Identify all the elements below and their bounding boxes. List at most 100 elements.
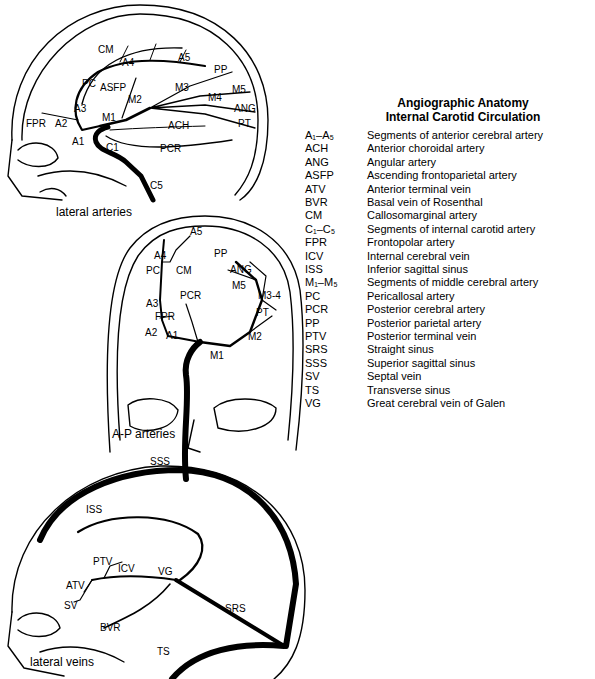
legend-abbreviation: SRS xyxy=(305,343,328,355)
vessel-label: PC xyxy=(82,78,96,89)
legend-abbreviation: C₁–C₅ xyxy=(305,223,335,235)
legend-abbreviation: ACH xyxy=(305,142,328,154)
skull-outline xyxy=(12,5,268,200)
vessel-label: M2 xyxy=(128,94,142,105)
legend-definition: Segments of internal carotid artery xyxy=(367,223,535,235)
orbit xyxy=(128,399,178,431)
vessel-label: C1 xyxy=(106,142,119,153)
mca-branches xyxy=(150,72,255,128)
middle-cerebral-artery xyxy=(200,262,262,346)
anterior-choroidal-artery xyxy=(110,126,205,130)
vessel-label: A4 xyxy=(122,57,134,68)
vessel-label: SRS xyxy=(225,603,246,614)
legend-definition: Septal vein xyxy=(367,370,421,382)
vessel-label: A1 xyxy=(72,136,84,147)
legend-definition: Anterior choroidal artery xyxy=(367,142,484,154)
vessel-label: M1 xyxy=(102,112,116,123)
vessel-label: A2 xyxy=(145,327,157,338)
legend-abbreviation: CM xyxy=(305,209,322,221)
vessel-label: PP xyxy=(214,64,227,75)
face-outline xyxy=(8,140,62,200)
vessel-label: M3-4 xyxy=(258,290,281,301)
vessel-label: A2 xyxy=(55,118,67,129)
skull-outline xyxy=(107,216,303,452)
vessel-label: VG xyxy=(158,566,172,577)
legend-abbreviation: ICV xyxy=(305,250,323,262)
vessel-label: ANG xyxy=(230,264,252,275)
vessel-label: M5 xyxy=(232,280,246,291)
legend-abbreviation: PP xyxy=(305,317,320,329)
legend-abbreviation: ASFP xyxy=(305,169,334,181)
legend-abbreviation: FPR xyxy=(305,236,327,248)
internal-carotid-artery xyxy=(95,127,153,200)
legend-abbreviation: SV xyxy=(305,370,320,382)
legend-abbreviation: SSS xyxy=(305,357,327,369)
vessel-label: C5 xyxy=(150,180,163,191)
lateral-arteries-skull xyxy=(8,5,268,200)
legend-definition: Transverse sinus xyxy=(367,384,450,396)
legend-definition: Posterior parietal artery xyxy=(367,317,481,329)
vessel-label: TS xyxy=(157,646,170,657)
vessel-label: BVR xyxy=(100,622,121,633)
vessel-label: A4 xyxy=(154,250,166,261)
vessel-label: A5 xyxy=(190,226,202,237)
vessel-label: PTV xyxy=(93,556,112,567)
view-caption: lateral arteries xyxy=(56,206,132,219)
legend-abbreviation: PCR xyxy=(305,303,328,315)
vessel-label: PCR xyxy=(160,143,181,154)
vessel-label: CM xyxy=(176,265,192,276)
skull-base xyxy=(38,171,126,186)
skull-outline xyxy=(12,466,305,679)
legend-abbreviation: A₁–A₅ xyxy=(305,129,334,141)
basal-vein-of-rosenthal xyxy=(104,584,170,628)
legend-abbreviation: M₁–M₅ xyxy=(305,276,338,288)
vessel-label: ATV xyxy=(66,580,85,591)
vessel-label: ACH xyxy=(168,120,189,131)
legend-definition: Segments of middle cerebral artery xyxy=(367,276,538,288)
superior-sagittal-sinus xyxy=(40,470,296,646)
internal-carotid-artery xyxy=(185,342,200,479)
orbit xyxy=(18,613,60,636)
vessel-label: M5 xyxy=(232,84,246,95)
anterior-cerebral-artery xyxy=(75,61,205,130)
vessel-label: A3 xyxy=(74,103,86,114)
legend-abbreviation: TS xyxy=(305,384,319,396)
lateral-veins-skull xyxy=(8,466,305,679)
ap-skull xyxy=(107,216,303,452)
legend-definition: Posterior cerebral artery xyxy=(367,303,485,315)
vessel-label: SSS xyxy=(150,456,170,467)
vessel-label: PT xyxy=(238,118,251,129)
legend-definition: Angular artery xyxy=(367,156,436,168)
skull-inner-table xyxy=(22,14,258,195)
vessel-label: M2 xyxy=(248,331,262,342)
legend-definition: Anterior terminal vein xyxy=(367,183,471,195)
vessel-label: PP xyxy=(214,248,227,259)
legend-abbreviation: ATV xyxy=(305,183,326,195)
vessel-label: PT xyxy=(256,307,269,318)
view-caption: lateral veins xyxy=(30,656,94,669)
view-caption: A-P arteries xyxy=(112,428,175,441)
legend-definition: Posterior terminal vein xyxy=(367,330,476,342)
vessel-label: PCR xyxy=(180,290,201,301)
vessel-label: A1 xyxy=(166,330,178,341)
legend-definition: Great cerebral vein of Galen xyxy=(367,397,505,409)
legend-definition: Frontopolar artery xyxy=(367,236,454,248)
vessel-label: ICV xyxy=(118,563,135,574)
legend-abbreviation: BVR xyxy=(305,196,328,208)
nasal-outline xyxy=(188,420,200,452)
lateral-arteries xyxy=(42,44,255,200)
legend-definition: Ascending frontoparietal artery xyxy=(367,169,517,181)
vessel-label: ANG xyxy=(234,103,256,114)
legend-definition: Callosomarginal artery xyxy=(367,209,477,221)
ap-arteries xyxy=(160,236,276,479)
vessel-label: CM xyxy=(98,44,114,55)
skull-base xyxy=(40,189,66,196)
legend-definition: Pericallosal artery xyxy=(367,290,454,302)
vessel-label: PC xyxy=(146,265,160,276)
skull-inner-table xyxy=(117,226,293,440)
legend-abbreviation: VG xyxy=(305,397,321,409)
orbit xyxy=(214,399,276,431)
vessel-label: M3 xyxy=(175,82,189,93)
legend-definition: Straight sinus xyxy=(367,343,434,355)
straight-sinus xyxy=(176,580,284,646)
